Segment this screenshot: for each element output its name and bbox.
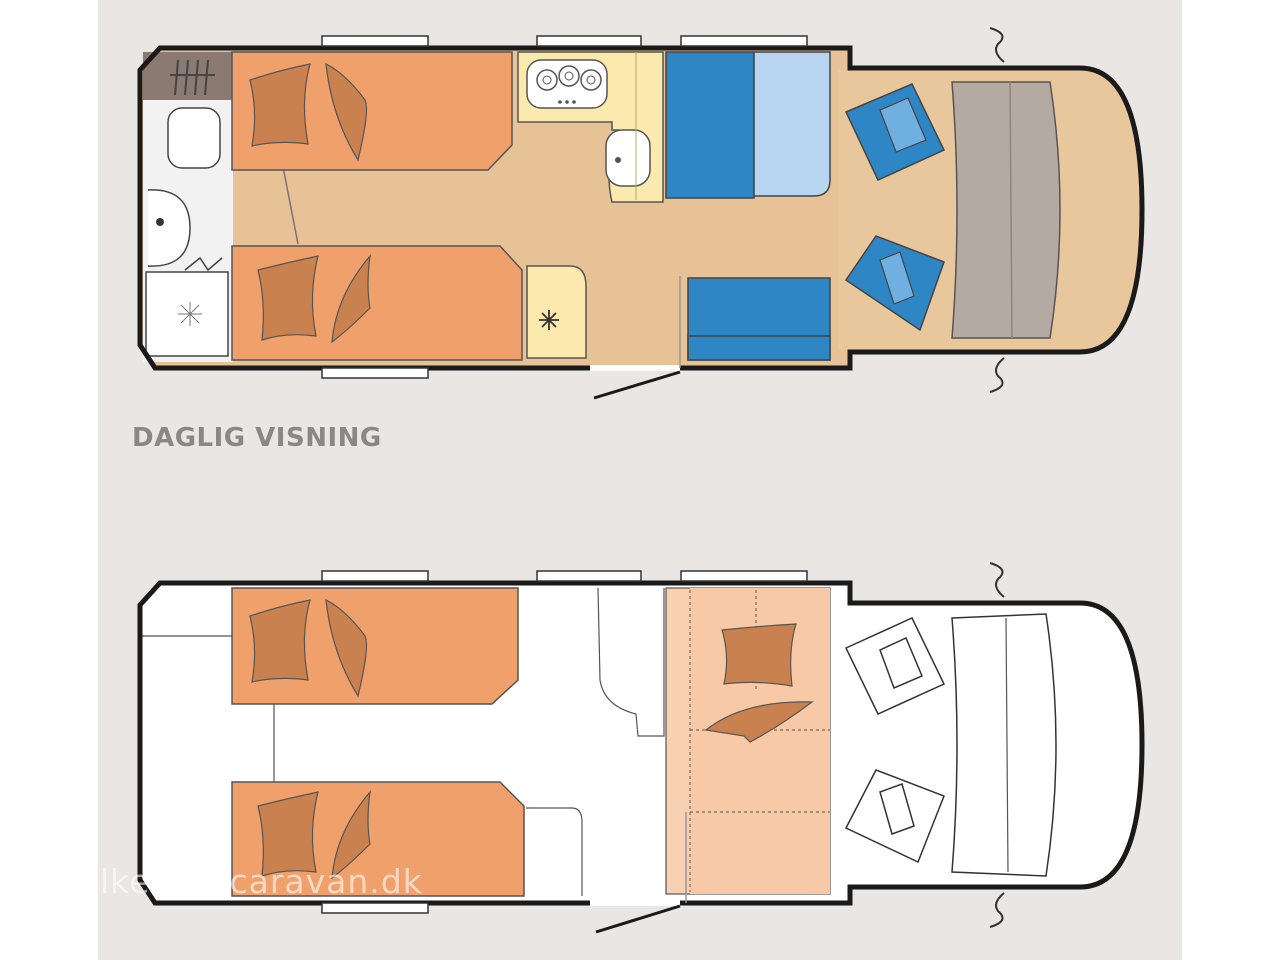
cab-seat-icon: [844, 83, 946, 332]
mirror-icon: [989, 27, 1005, 63]
watermark-text: lkeborgcaravan.dk: [100, 862, 423, 901]
cab-seat-icon: [844, 617, 946, 864]
dinette-table: [753, 51, 831, 197]
night-layout: [137, 562, 1145, 934]
kitchen-sink-icon: [605, 129, 651, 187]
snowflake-icon: [539, 310, 559, 330]
dinette-bench: [665, 51, 755, 199]
fridge: [526, 265, 587, 359]
day-layout: [137, 27, 1145, 400]
pillow-icon: [249, 62, 371, 344]
stove-icon: [526, 59, 608, 109]
plan-caption: DAGLIG VISNING: [132, 423, 382, 453]
dashboard-night: [951, 613, 1057, 877]
entry-door-night: [595, 904, 681, 934]
toilet-icon: [167, 107, 221, 169]
sink-icon: [147, 189, 191, 267]
dashboard: [951, 81, 1061, 339]
entry-door: [593, 370, 681, 400]
